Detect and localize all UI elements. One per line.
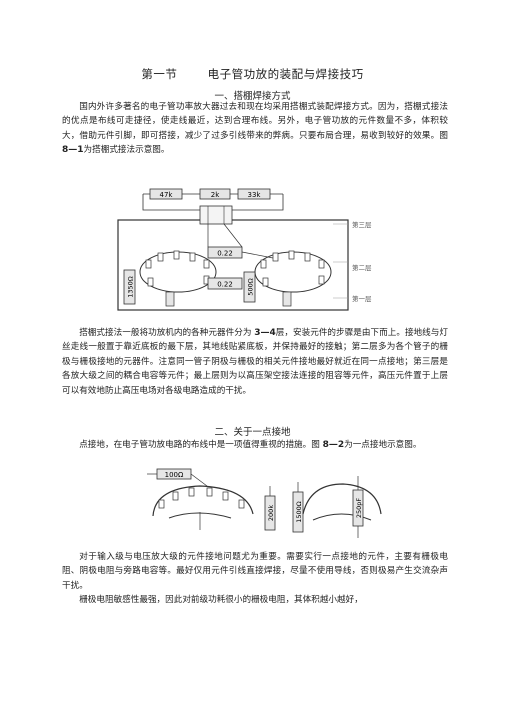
resistor-1500: 1500Ω (292, 491, 304, 533)
part1-para1-tail: 为搭棚式接法示意图。 (83, 145, 170, 156)
resistor-500: 500Ω (243, 271, 256, 303)
resistor-1500-label: 1500Ω (295, 501, 303, 523)
capacitor-mid-label: 0.22 (217, 250, 233, 258)
layer-2-label: 第二层 (352, 264, 372, 272)
capacitor-250pf: 250pF (352, 489, 364, 527)
figure-8-1-diagram: 47k 2k 33k 0.22 0.22 1350Ω (117, 188, 349, 311)
part2-heading: 二、关于一点接地 (214, 427, 291, 438)
part1-para2-tail: 层，安装元件的步骤是由下而上。接地线与灯丝走线一般置于靠近底板的最下层，其地线贴… (62, 328, 448, 396)
chassis-outline (117, 219, 349, 311)
figure-8-2-diagram: 100Ω 200k 1500Ω 250pF (147, 468, 382, 538)
resistor-500-label: 500Ω (247, 278, 255, 295)
part2-para2-text: 对于输入级与电压放大级的元件接地问题尤为重要。需要实行一点接地的元件，主要有栅极… (62, 552, 448, 591)
capacitor-low-label: 0.22 (217, 281, 233, 289)
resistor-200k: 200k (264, 495, 276, 531)
layer-3-label: 第三层 (352, 221, 372, 229)
resistor-100-label: 100Ω (165, 471, 184, 479)
resistor-33k-label: 33k (248, 191, 262, 199)
capacitor-0-22-mid: 0.22 (207, 246, 243, 259)
resistor-47k: 47k (149, 188, 183, 200)
part1-para1-text: 国内外许多著名的电子管功率放大器过去和现在均采用搭棚式装配焊接方式。因为，搭棚式… (62, 102, 448, 141)
layer-1-label: 第一层 (352, 295, 372, 303)
part2-paragraph-3: 栅极电阻敏感性最强，因此对前级功耗很小的栅极电阻，其体积越小越好， (62, 593, 448, 607)
section-heading: 电子管功放的装配与焊接技巧 (207, 67, 364, 81)
part1-heading: 一、搭棚焊接方式 (214, 91, 291, 102)
figure-ref-8-1: 8—1 (62, 145, 84, 156)
resistor-33k: 33k (237, 188, 271, 200)
resistor-100: 100Ω (156, 468, 192, 480)
part1-paragraph-2: 搭棚式接法一般将功放机内的各种元器件分为 3—4层，安装元件的步骤是由下而上。接… (62, 326, 448, 398)
resistor-2k-label: 2k (211, 191, 220, 199)
part2-paragraph-1: 点接地，在电子管功放电路的布线中是一项值得重视的措施。图 8—2为一点接地示意图… (62, 438, 448, 452)
capacitor-0-22-low: 0.22 (207, 277, 243, 290)
part2-para1-text: 点接地，在电子管功放电路的布线中是一项值得重视的措施。图 (79, 440, 320, 450)
part2-paragraph-2: 对于输入级与电压放大级的元件接地问题尤为重要。需要实行一点接地的元件，主要有栅极… (62, 550, 448, 593)
layers-count: 3—4 (254, 328, 276, 338)
figure-ref-8-2: 8—2 (322, 440, 345, 450)
resistor-1350: 1350Ω (123, 269, 136, 305)
section-number: 第一节 (141, 67, 178, 81)
resistor-2k: 2k (199, 188, 231, 200)
part1-paragraph-1: 国内外许多著名的电子管功率放大器过去和现在均采用搭棚式装配焊接方式。因为，搭棚式… (62, 100, 448, 158)
section-title: 第一节 电子管功放的装配与焊接技巧 (0, 66, 505, 82)
tube-socket-right-arc (302, 483, 382, 515)
part2-para1-tail: 为一点接地示意图。 (344, 440, 422, 450)
part1-para2-text: 搭棚式接法一般将功放机内的各种元器件分为 (79, 328, 252, 338)
resistor-47k-label: 47k (160, 191, 174, 199)
resistor-1350-label: 1350Ω (127, 276, 135, 298)
tag-strip (199, 205, 233, 225)
resistor-200k-label: 200k (267, 505, 275, 521)
part2-para3-text: 栅极电阻敏感性最强，因此对前级功耗很小的栅极电阻，其体积越小越好， (79, 595, 363, 605)
capacitor-250pf-label: 250pF (355, 498, 363, 519)
tube-socket-left-arc (152, 485, 254, 517)
